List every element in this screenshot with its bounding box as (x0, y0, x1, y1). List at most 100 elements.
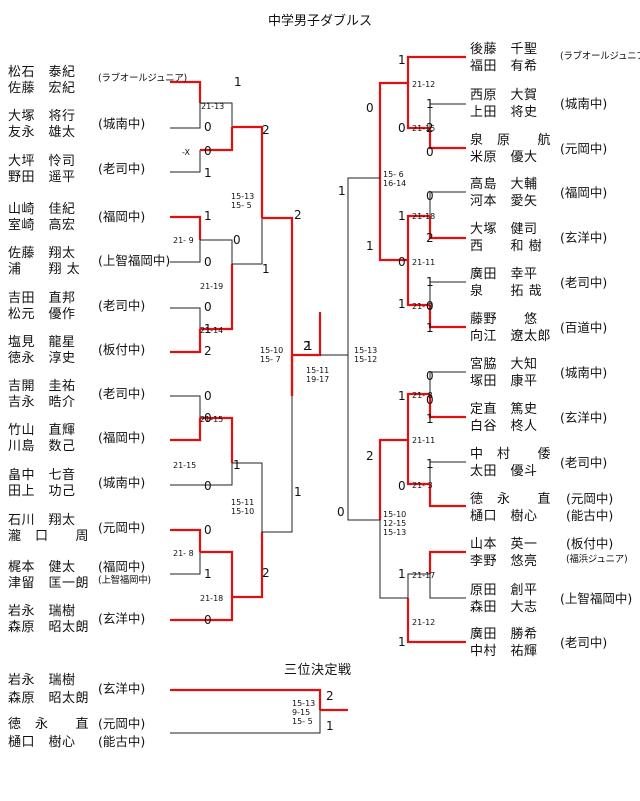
club-name: (元岡中) (98, 520, 146, 535)
club-name: (元岡中) (560, 141, 608, 156)
bracket-line (170, 240, 201, 263)
player-name: 佐藤 宏紀 (8, 81, 76, 96)
win-count: 0 (204, 411, 212, 425)
bracket-line (232, 218, 263, 265)
player-name: 原田 創平 (470, 583, 538, 598)
club-name: (上智福岡中) (98, 253, 171, 268)
club-name: (城南中) (560, 365, 608, 380)
win-count: 1 (398, 209, 406, 223)
win-count: 2 (426, 121, 434, 135)
player-name: 津留 匡一朗 (8, 576, 90, 591)
win-count: 1 (305, 339, 313, 353)
club-name: (老司中) (560, 275, 608, 290)
bracket-line (170, 597, 234, 622)
win-count: 0 (233, 233, 241, 247)
club-name: (福岡中) (560, 185, 608, 200)
player-name: 塚田 康平 (470, 374, 538, 389)
player-name: 松元 優作 (8, 307, 76, 322)
club-name: (能古中) (98, 734, 146, 749)
win-count: 0 (398, 121, 406, 135)
club-name: (老司中) (98, 161, 146, 176)
win-count: 1 (426, 97, 434, 111)
win-count: 1 (366, 239, 374, 253)
club-name: (元岡中) (98, 716, 146, 731)
bracket-line (232, 462, 263, 532)
win-count: 1 (426, 275, 434, 289)
match-score: 15-13 15- 5 (231, 192, 255, 211)
win-count: 1 (426, 412, 434, 426)
player-name: 西原 大賀 (470, 88, 538, 103)
match-score: 21-11 (412, 436, 436, 445)
bracket-line (200, 416, 234, 463)
bracket-line (406, 598, 466, 644)
player-name: 川島 数己 (8, 439, 76, 454)
match-score: 15- 6 16-14 (383, 170, 407, 189)
player-name: 徳 永 直 (8, 717, 90, 732)
bracket-line (406, 440, 430, 486)
win-count: 0 (366, 101, 374, 115)
club-name: (玄洋中) (98, 611, 146, 626)
bracket-line (200, 550, 234, 597)
win-count: 2 (262, 123, 270, 137)
match-score: 15-13 9-15 15- 5 (292, 699, 316, 727)
player-name: 畠中 七音 (8, 468, 76, 483)
bracket-line (320, 348, 349, 356)
bracket-line (170, 215, 202, 240)
player-name: 高島 大輔 (470, 177, 538, 192)
club-name: (城南中) (98, 475, 146, 490)
club-name: (福浜ジュニア) (566, 554, 628, 565)
match-score: -X (182, 148, 190, 157)
player-name: 田上 功己 (8, 484, 76, 499)
win-count: 0 (398, 255, 406, 269)
bracket-line (406, 55, 466, 83)
bracket-line (379, 520, 408, 599)
player-name: 泉 拓 哉 (470, 284, 543, 299)
match-score: 15-11 15-10 (231, 498, 255, 517)
player-name: 樋口 樹心 (8, 735, 76, 750)
player-name: 藤野 悠 (470, 312, 538, 327)
match-score: 21-11 (412, 258, 436, 267)
club-name: (ラブオールジュニア) (560, 51, 640, 62)
club-name: (板付中) (566, 536, 614, 551)
win-count: 2 (426, 231, 434, 245)
bracket-line (406, 83, 430, 130)
bracket-line (200, 127, 234, 152)
player-name: 瀧 口 周 (8, 529, 90, 544)
player-name: 松石 泰紀 (8, 65, 76, 80)
win-count: 1 (204, 567, 212, 581)
bracket-line (406, 392, 430, 440)
bracket-line (428, 128, 466, 150)
win-count: 1 (294, 485, 302, 499)
win-count: 0 (426, 299, 434, 313)
club-name: (板付中) (98, 342, 146, 357)
win-count: 1 (204, 322, 212, 336)
player-name: 向江 遼太郎 (470, 329, 552, 344)
player-name: 浦 翔 太 (8, 262, 81, 277)
match-score: 21-12 (412, 80, 436, 89)
player-name: 友永 雄太 (8, 125, 76, 140)
win-count: 1 (326, 719, 334, 733)
win-count: 1 (398, 635, 406, 649)
match-score: 21-17 (412, 571, 436, 580)
win-count: 1 (398, 389, 406, 403)
win-count: 0 (204, 255, 212, 269)
third-place-title: 三位決定戦 (284, 663, 352, 678)
club-name: (玄洋中) (560, 230, 608, 245)
win-count: 1 (204, 209, 212, 223)
bracket-line (200, 102, 233, 127)
bracket-line (378, 178, 408, 262)
player-name: 森原 昭太朗 (8, 620, 90, 635)
win-count: 1 (426, 457, 434, 471)
match-score: 15-10 12-15 15-13 (383, 510, 407, 538)
bracket-line (429, 574, 466, 599)
match-score: 21-15 (412, 124, 436, 133)
match-score: 21- 3 (412, 481, 433, 490)
match-score: 15-13 15-12 (354, 346, 378, 365)
win-count: 1 (234, 75, 242, 89)
player-name: 中村 祐輝 (470, 644, 538, 659)
page-title: 中学男子ダブルス (267, 14, 372, 29)
win-count: 1 (426, 321, 434, 335)
player-name: 徳 永 直 (470, 492, 552, 507)
club-name: (福岡中) (98, 430, 146, 445)
